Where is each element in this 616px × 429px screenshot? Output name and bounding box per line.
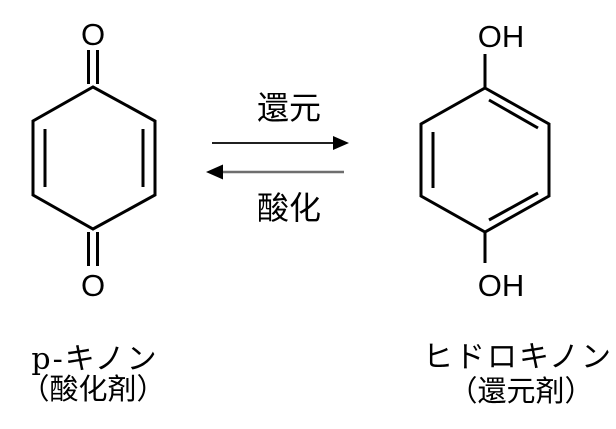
- forward-arrow-head: [333, 136, 349, 150]
- left-molecule-role: （酸化剤）: [20, 372, 165, 406]
- forward-arrow: [212, 136, 349, 150]
- left-molecule-name: p-キノン: [31, 342, 158, 377]
- right-molecule-name: ヒドロキノン: [423, 340, 613, 375]
- ring-double-bond-lower-right: [488, 191, 539, 222]
- carbonyl-double-bond-bottom: [87, 232, 99, 266]
- p-quinone-structure: O O: [31, 17, 157, 303]
- molecule-captions: p-キノン （酸化剤） ヒドロキノン （還元剤）: [20, 340, 613, 408]
- reverse-arrow: [206, 164, 344, 180]
- hydroxyl-bottom-label: OH: [478, 268, 525, 303]
- carbonyl-double-bond-top: [87, 50, 99, 84]
- carbonyl-oxygen-bottom-label: O: [81, 268, 105, 303]
- quinone-ring: [31, 85, 157, 231]
- reverse-reaction-label: 酸化: [257, 189, 321, 227]
- reverse-arrow-head: [206, 164, 223, 180]
- ring-double-bond-upper-right: [488, 98, 539, 130]
- carbonyl-oxygen-top-label: O: [81, 17, 105, 52]
- hydroxyl-top-label: OH: [478, 19, 525, 54]
- forward-reaction-label: 還元: [257, 89, 321, 127]
- hydroquinone-structure: OH OH: [419, 19, 551, 303]
- right-molecule-role: （還元剤）: [448, 374, 593, 408]
- equilibrium-arrows: 還元 酸化: [206, 89, 349, 227]
- benzene-ring: [419, 86, 551, 234]
